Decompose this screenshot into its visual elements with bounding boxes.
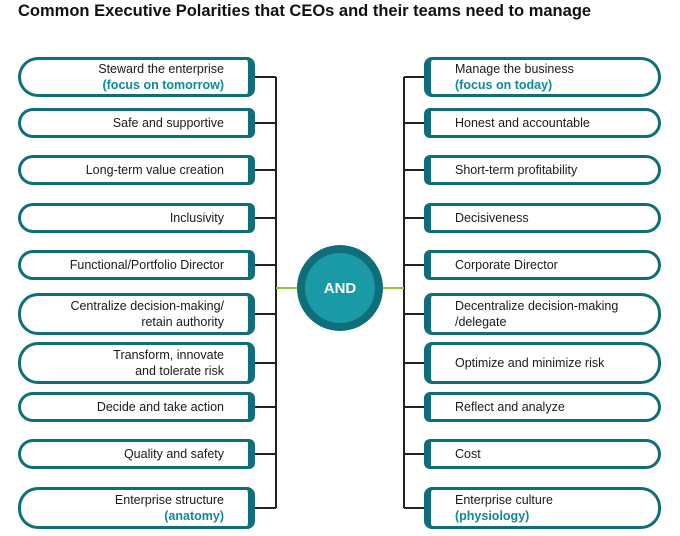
- polarity-text: Cost: [455, 447, 481, 461]
- polarity-text: Honest and accountable: [455, 116, 590, 130]
- polarity-text: /delegate: [455, 315, 507, 329]
- polarity-text: Decentralize decision-making: [455, 299, 619, 313]
- polarity-text: Steward the enterprise: [98, 62, 224, 76]
- polarity-text: Manage the business: [455, 62, 574, 76]
- left-polarity-4: Inclusivity: [18, 203, 255, 233]
- polarity-text: Optimize and minimize risk: [455, 356, 605, 370]
- polarity-text: retain authority: [141, 315, 224, 329]
- polarity-text: Decide and take action: [96, 400, 224, 414]
- polarity-text: Short-term profitability: [455, 163, 578, 177]
- left-polarity-5: Functional/Portfolio Director: [18, 250, 255, 280]
- polarity-text: Corporate Director: [455, 258, 558, 272]
- polarity-text: Transform, innovate: [113, 348, 224, 362]
- polarity-text: and tolerate risk: [135, 364, 224, 378]
- polarity-text: Long-term value creation: [85, 163, 224, 177]
- right-polarity-3: Short-term profitability: [424, 155, 661, 185]
- left-polarity-3: Long-term value creation: [18, 155, 255, 185]
- polarity-text: Inclusivity: [169, 211, 224, 225]
- polarity-subtitle: (anatomy): [164, 509, 224, 523]
- polarity-subtitle: (physiology): [455, 509, 530, 523]
- right-polarity-5: Corporate Director: [424, 250, 661, 280]
- polarity-text: Enterprise structure: [114, 493, 224, 507]
- polarity-text: Enterprise culture: [455, 493, 553, 507]
- polarity-text: Centralize decision-making/: [70, 299, 224, 313]
- polarity-text: Decisiveness: [455, 211, 529, 225]
- and-circle: AND: [297, 245, 383, 331]
- left-polarity-8: Decide and take action: [18, 392, 255, 422]
- diagram-title: Common Executive Polarities that CEOs an…: [18, 2, 592, 20]
- left-polarity-1: Steward the enterprise (focus on tomorrow…: [18, 57, 255, 97]
- polarity-text: Reflect and analyze: [455, 400, 565, 414]
- right-polarity-7: Optimize and minimize risk: [424, 342, 661, 384]
- left-polarity-9: Quality and safety: [18, 439, 255, 469]
- right-polarity-2: Honest and accountable: [424, 108, 661, 138]
- polarity-text: Quality and safety: [123, 447, 224, 461]
- right-polarity-8: Reflect and analyze: [424, 392, 661, 422]
- polarity-subtitle: (focus on tomorrow): [102, 78, 224, 92]
- polarity-text: Safe and supportive: [112, 116, 224, 130]
- right-polarity-6: Decentralize decision-making/delegate: [424, 293, 661, 335]
- left-polarity-6: Centralize decision-making/retain author…: [18, 293, 255, 335]
- left-polarity-7: Transform, innovate and tolerate risk: [18, 342, 255, 384]
- right-polarity-9: Cost: [424, 439, 661, 469]
- right-polarity-4: Decisiveness: [424, 203, 661, 233]
- polarity-subtitle: (focus on today): [455, 78, 553, 92]
- right-polarity-10: Enterprise culture (physiology): [424, 487, 661, 529]
- and-label: AND: [305, 253, 375, 323]
- right-polarity-1: Manage the business (focus on today): [424, 57, 661, 97]
- left-polarity-2: Safe and supportive: [18, 108, 255, 138]
- polarity-text: Functional/Portfolio Director: [69, 258, 224, 272]
- left-polarity-10: Enterprise structure (anatomy): [18, 487, 255, 529]
